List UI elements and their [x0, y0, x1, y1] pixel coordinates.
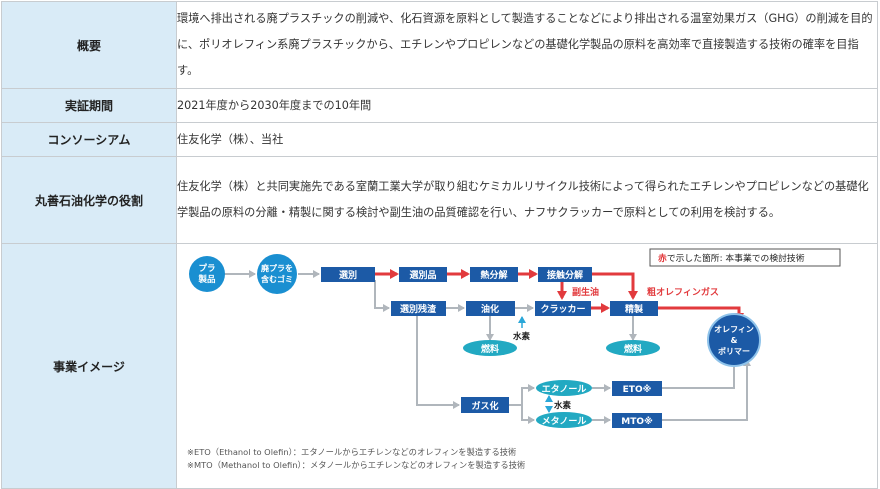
header-business-image: 事業イメージ — [1, 243, 177, 489]
legend-box: 赤で示した箇所: 本事業での検討技術 — [649, 248, 841, 267]
row-period: 実証期間 2021年度から2030年度までの10年間 — [1, 88, 878, 123]
pyrolysis-box: 熱分解 — [470, 267, 518, 282]
sorted-box: 選別品 — [399, 267, 447, 282]
refining-label: 精製 — [625, 303, 644, 315]
sort-label: 選別 — [339, 269, 357, 281]
period-text: 2021年度から2030年度までの10年間 — [176, 88, 878, 123]
mto-box: MTO※ — [612, 413, 662, 428]
header-period: 実証期間 — [1, 88, 177, 123]
waste-label-1: 廃プラを — [261, 263, 293, 273]
cracker-box: クラッカー — [535, 301, 591, 316]
byproduct-oil-label: 副生油 — [572, 286, 599, 298]
gasification-box: ガス化 — [461, 397, 509, 413]
row-consortium: コンソーシアム 住友化学（株）、当社 — [1, 122, 878, 157]
plastic-label-1: プラ — [198, 263, 215, 274]
waste-circle: 廃プラを 含むゴミ — [257, 254, 297, 294]
hydrogen-label-1: 水素 — [512, 331, 531, 342]
plastic-label-2: 製品 — [197, 274, 216, 285]
methanol-label: メタノール — [542, 415, 587, 427]
liquefaction-box: 油化 — [466, 301, 515, 316]
eto-label: ETO※ — [623, 384, 652, 395]
mto-label: MTO※ — [621, 416, 653, 427]
process-flow-diagram: プラ 製品 廃プラを 含むゴミ オレフィン & ポリマー 選別 — [189, 248, 841, 428]
footnote-eto: ※ETO（Ethanol to Olefin）：エタノールからエチレンなどのオレ… — [187, 447, 517, 457]
olefin-label-2: & — [731, 336, 738, 345]
header-role: 丸善石油化学の役割 — [1, 156, 177, 244]
footnote-mto: ※MTO（Methanol to Olefin）：メタノールからエチレンなどのオ… — [187, 460, 526, 470]
waste-label-2: 含むゴミ — [261, 274, 293, 284]
catalytic-cracking-label: 接触分解 — [547, 269, 583, 281]
row-business-image: 事業イメージ — [1, 243, 878, 489]
olefin-label-1: オレフィン — [714, 325, 754, 334]
legend-text: 赤で示した箇所: 本事業での検討技術 — [658, 252, 805, 264]
cracker-label: クラッカー — [540, 304, 585, 315]
residue-box: 選別残渣 — [391, 301, 446, 316]
row-role: 丸善石油化学の役割 住友化学（株）と共同実施先である室蘭工業大学が取り組むケミカ… — [1, 156, 878, 244]
business-image-cell: プラ 製品 廃プラを 含むゴミ オレフィン & ポリマー 選別 — [176, 243, 878, 489]
crude-olefin-gas-label: 粗オレフィンガス — [647, 286, 719, 298]
header-overview: 概要 — [1, 1, 177, 89]
hydrogen-arrows — [518, 316, 553, 413]
olefin-label-3: ポリマー — [718, 346, 750, 356]
row-overview: 概要 環境へ排出される廃プラスチックの削減や、化石資源を原料として製造することな… — [1, 1, 878, 89]
role-text: 住友化学（株）と共同実施先である室蘭工業大学が取り組むケミカルリサイクル技術によ… — [176, 156, 878, 244]
footnotes: ※ETO（Ethanol to Olefin）：エタノールからエチレンなどのオレ… — [187, 446, 525, 472]
methanol-ellipse: メタノール — [536, 412, 592, 428]
refining-box: 精製 — [610, 301, 658, 316]
consortium-text: 住友化学（株）、当社 — [176, 122, 878, 157]
gray-connectors — [224, 270, 751, 424]
olefin-polymer-circle: オレフィン & ポリマー — [707, 313, 761, 367]
fuel-label-2: 燃料 — [624, 343, 642, 355]
fuel-label-1: 燃料 — [481, 343, 499, 355]
ethanol-ellipse: エタノール — [536, 380, 592, 396]
sorted-label: 選別品 — [409, 269, 436, 281]
residue-label: 選別残渣 — [400, 303, 437, 315]
gasification-label: ガス化 — [471, 400, 498, 412]
sort-box: 選別 — [321, 267, 375, 282]
hydrogen-label-2: 水素 — [553, 400, 572, 411]
ethanol-label: エタノール — [542, 383, 587, 395]
overview-text: 環境へ排出される廃プラスチックの削減や、化石資源を原料として製造することなどによ… — [176, 1, 878, 89]
pyrolysis-label: 熱分解 — [480, 269, 507, 281]
catalytic-cracking-box: 接触分解 — [538, 267, 592, 282]
eto-box: ETO※ — [612, 381, 662, 396]
fuel-ellipse-2: 燃料 — [606, 340, 660, 356]
header-consortium: コンソーシアム — [1, 122, 177, 157]
liquefaction-label: 油化 — [481, 303, 499, 315]
fuel-ellipse-1: 燃料 — [463, 340, 517, 356]
plastic-products-circle: プラ 製品 — [189, 256, 225, 292]
